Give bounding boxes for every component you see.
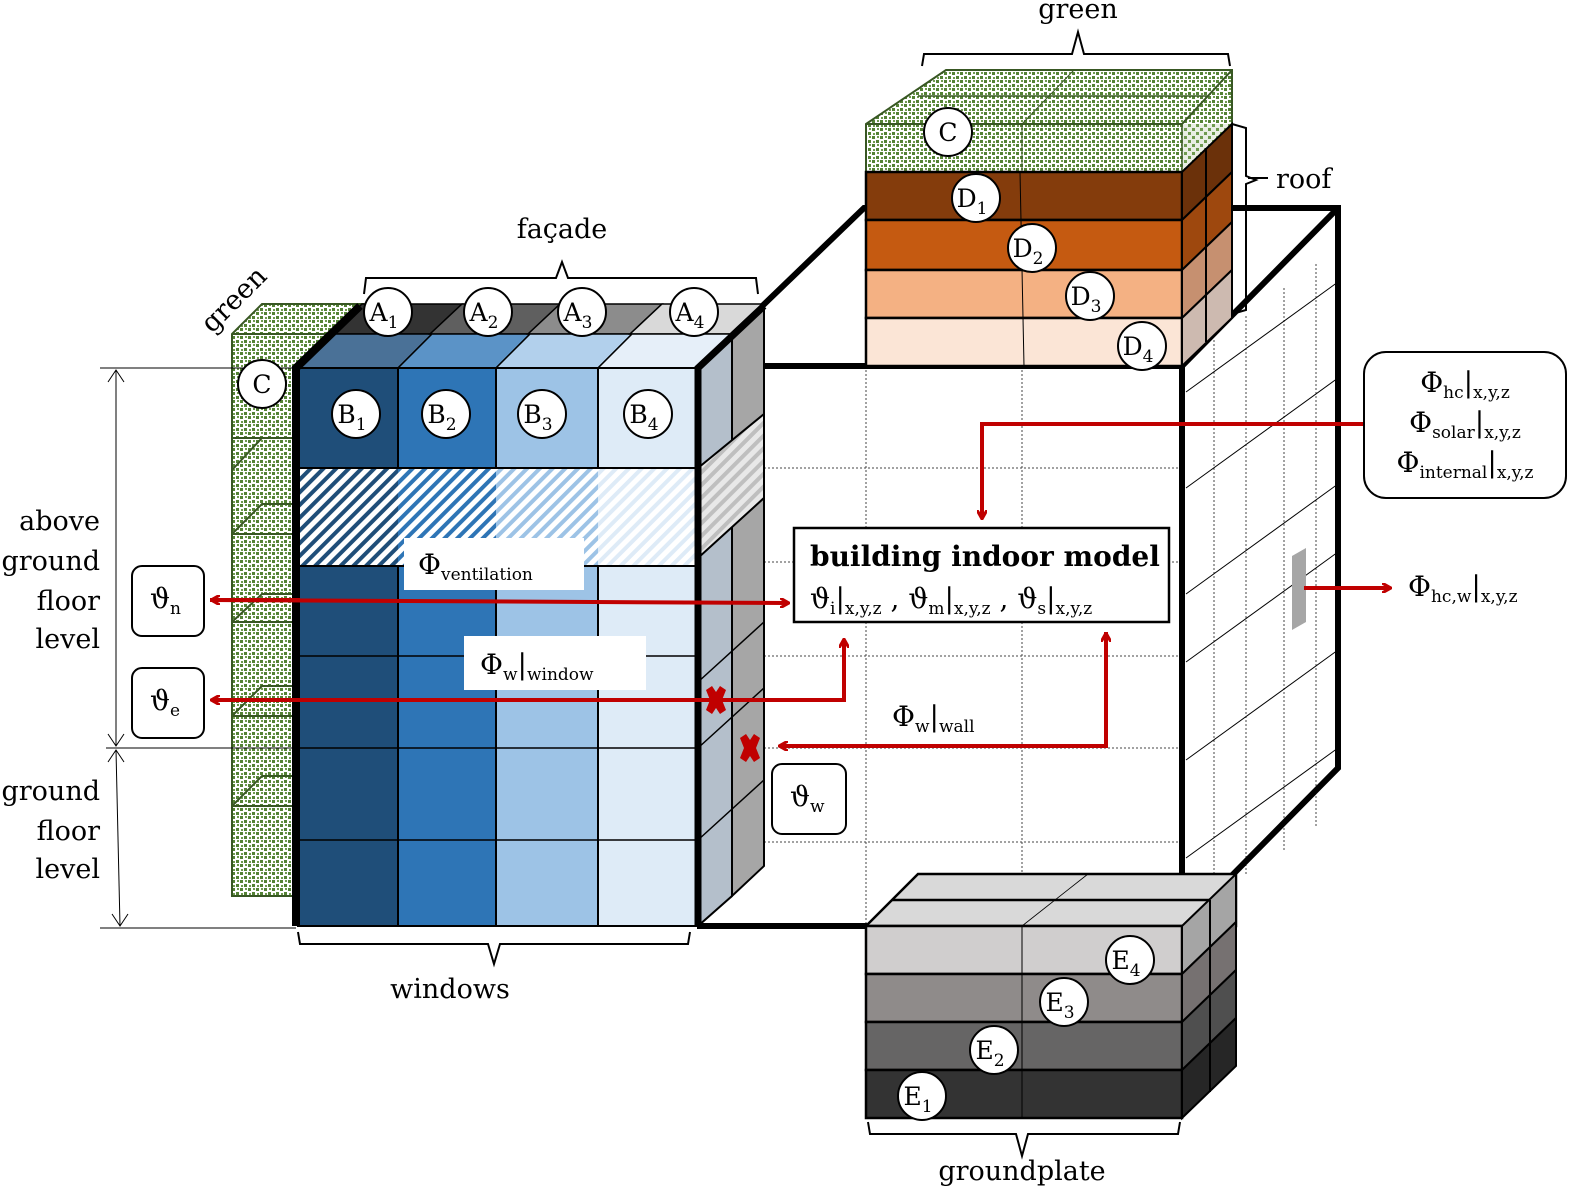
marker-c-facade: C [237, 359, 287, 409]
input-flows-box [1363, 351, 1567, 499]
groundplate-brace [867, 1121, 1181, 1160]
marker-e4: E4 [1105, 935, 1155, 985]
svg-text:D2: D2 [1013, 234, 1044, 269]
roof-green-layer [865, 69, 1233, 173]
input-flow-solar: Φsolar|x,y,z [1409, 406, 1521, 443]
marker-a2: A2 [463, 287, 513, 337]
groundplate-label: groundplate [938, 1156, 1105, 1187]
wall-element-highlight [1292, 548, 1306, 630]
side-face-grid [1185, 264, 1339, 900]
window-label-bg [464, 636, 646, 690]
above-ground-floor-level-label: above ground floor level [1, 506, 100, 655]
svg-text:E2: E2 [975, 1036, 1004, 1071]
svg-text:A2: A2 [469, 298, 499, 333]
svg-text:A3: A3 [563, 298, 593, 333]
braces [297, 28, 1268, 1160]
roof-label: roof [1276, 164, 1333, 195]
marker-b3: B3 [517, 389, 567, 439]
ventilation-opening [298, 468, 398, 566]
svg-text:C: C [938, 118, 957, 147]
window-lower-b2 [397, 565, 497, 927]
marker-e1: E1 [897, 1071, 947, 1121]
marker-b4: B4 [623, 389, 673, 439]
facade-brace [363, 259, 759, 295]
facade-label: façade [517, 214, 608, 245]
ventilation-label-bg [404, 538, 584, 590]
svg-text:above: above [19, 506, 100, 537]
ventilation-opening [598, 468, 698, 566]
ventilation-arrow [209, 600, 788, 603]
marker-a1: A1 [363, 287, 413, 337]
theta-e-box [131, 667, 205, 739]
windows-brace [297, 931, 691, 968]
svg-text:level: level [36, 854, 100, 885]
input-flows-arrow [982, 422, 1364, 518]
hcw-flow-label: Φhc,w|x,y,z [1408, 570, 1518, 607]
model-title: building indoor model [810, 540, 1160, 573]
theta-n-label: ϑn [150, 582, 181, 619]
facade-block [231, 301, 767, 929]
marker-a3: A3 [557, 287, 607, 337]
svg-text:D1: D1 [957, 184, 988, 219]
window-lower-b1 [297, 565, 399, 927]
marker-e3: E3 [1039, 977, 1089, 1027]
window-flow-label: Φw|window [480, 648, 594, 685]
window-lower-b4 [597, 565, 699, 927]
svg-text:floor: floor [37, 586, 101, 617]
roof-stack [864, 69, 1259, 369]
svg-text:E1: E1 [903, 1082, 932, 1117]
svg-text:B2: B2 [427, 400, 456, 435]
ground-layer-e2 [864, 1020, 1184, 1072]
svg-text:E4: E4 [1111, 946, 1140, 981]
text-labels: façade green green roof windows groundpl… [1, 0, 1533, 1187]
marker-c-roof: C [923, 107, 973, 157]
svg-text:A4: A4 [675, 298, 705, 333]
wall-cross-icon [740, 734, 760, 762]
theta-e-label: ϑe [150, 684, 180, 721]
svg-text:D4: D4 [1123, 332, 1154, 367]
ground-layer-e3 [864, 972, 1184, 1024]
svg-text:C: C [252, 370, 271, 399]
ventilation-flow-label: Φventilation [418, 548, 533, 585]
svg-text:B1: B1 [337, 400, 366, 435]
window-cross-icon [706, 686, 726, 714]
input-flow-hc: Φhc|x,y,z [1420, 366, 1510, 403]
input-flow-internal: Φinternal|x,y,z [1396, 446, 1533, 483]
theta-w-box [771, 763, 847, 835]
windows-label: windows [390, 974, 510, 1005]
marker-a4: A4 [669, 287, 719, 337]
window-flow-arrow [716, 640, 844, 702]
green-roof-brace [921, 28, 1231, 67]
green-roof-label: green [1038, 0, 1118, 25]
svg-text:floor: floor [37, 816, 101, 847]
ground-floor-level-label: ground floor level [1, 776, 100, 885]
svg-text:B3: B3 [523, 400, 552, 435]
marker-e2: E2 [969, 1025, 1019, 1075]
marker-d4: D4 [1117, 321, 1167, 371]
flow-arrows [209, 422, 1390, 762]
building-indoor-model-box [792, 526, 1171, 624]
svg-text:A1: A1 [369, 298, 399, 333]
roof-layer-d1 [864, 170, 1184, 222]
svg-text:D3: D3 [1071, 282, 1102, 317]
roof-layer-d3 [864, 268, 1184, 320]
svg-text:ground: ground [1, 546, 100, 577]
svg-text:level: level [36, 624, 100, 655]
svg-text:B4: B4 [629, 400, 658, 435]
marker-b2: B2 [421, 389, 471, 439]
svg-text:E3: E3 [1045, 988, 1074, 1023]
window-lower-b3 [495, 565, 599, 927]
marker-d3: D3 [1065, 271, 1115, 321]
marker-b1: B1 [331, 389, 381, 439]
theta-n-box [131, 565, 205, 637]
wall-flow-label: Φw|wall [892, 700, 975, 737]
marker-d1: D1 [951, 173, 1001, 223]
marker-d2: D2 [1007, 223, 1057, 273]
theta-w-label: ϑw [790, 780, 825, 817]
svg-text:ground: ground [1, 776, 100, 807]
model-variables: ϑi|x,y,z , ϑm|x,y,z , ϑs|x,y,z [810, 582, 1092, 619]
